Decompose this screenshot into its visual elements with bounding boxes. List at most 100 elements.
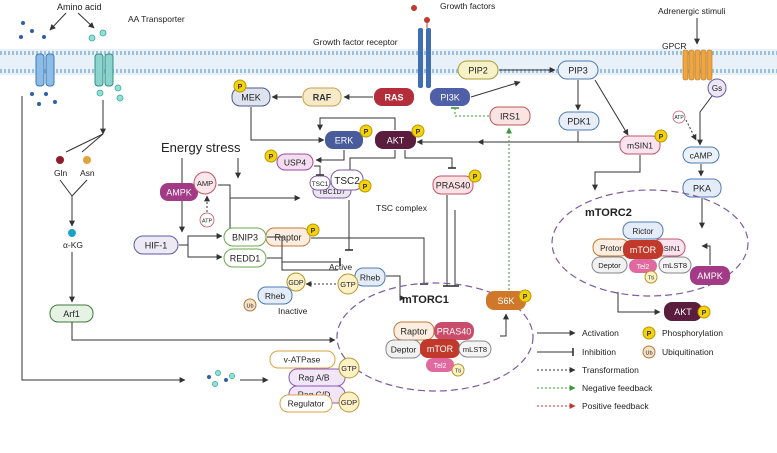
- rheb-inactive-label: Rheb: [265, 291, 286, 301]
- erk-label: ERK: [335, 136, 354, 146]
- rag-gdp-label: GDP: [341, 398, 357, 407]
- amp-node: [193, 171, 217, 195]
- aa-transporter-icon: [94, 53, 122, 92]
- camp-label: cAMP: [690, 151, 713, 161]
- akt-node: [375, 131, 416, 149]
- irs1-label: IRS1: [500, 112, 520, 122]
- ras-label: RAS: [384, 93, 403, 103]
- lysosome-amino-dots: [207, 370, 235, 387]
- asn-label: Asn: [80, 168, 95, 178]
- atp-label: ATP: [202, 219, 213, 225]
- tsc-complex-label: TSC complex: [376, 203, 428, 213]
- rag-gtp-label: GTP: [341, 364, 356, 373]
- gdp-node: [286, 272, 306, 292]
- mtorc2-boundary: [551, 189, 749, 297]
- akt2-node: [664, 302, 702, 321]
- s6k-label: S6K: [497, 296, 514, 306]
- erk-p: P: [364, 129, 369, 136]
- gpcr-label: GPCR: [662, 41, 687, 51]
- mtorc2-tel2: Tel2: [637, 264, 650, 271]
- growth-factor-receptor-icon: [418, 28, 431, 88]
- legend-positive-feedback: Positive feedback: [582, 401, 649, 411]
- mek-node: [231, 87, 271, 107]
- usp4-phospho-icon: [264, 149, 278, 163]
- mtorc1-deptor: Deptor: [391, 345, 417, 355]
- tsc2-phospho-icon: [358, 179, 372, 193]
- mtorc1-complex: Raptor PRAS40 Deptor mTOR mLST8 Tel2 Tti: [385, 321, 492, 377]
- mtorc2-title: mTORC2: [585, 207, 632, 219]
- atp2-node: [672, 110, 686, 124]
- arf1-label: Arf1: [63, 309, 80, 319]
- amino-acid-dots: [19, 21, 124, 106]
- mtorc2-protor: Protor: [600, 244, 622, 253]
- energy-stress-label: Energy stress: [161, 140, 241, 155]
- rag-ab-label: Rag A/B: [298, 373, 330, 383]
- msin1-p: P: [659, 134, 664, 141]
- vatpase-label: v-ATPase: [284, 355, 321, 365]
- msin1-phospho-icon: [654, 129, 668, 143]
- ub-label: Ub: [246, 304, 253, 310]
- camp-node: [682, 146, 720, 164]
- raptor-phospho-icon: [306, 223, 320, 237]
- growth-factors-label: Growth factors: [440, 1, 495, 11]
- erk-node: [325, 131, 363, 149]
- raf-node: [302, 87, 342, 107]
- legend-phospho-icon: [642, 326, 656, 340]
- akt-label: AKT: [387, 136, 405, 146]
- akt2-phospho-icon: [697, 305, 711, 319]
- legend-phosphorylation: Phosphorylation: [662, 328, 723, 338]
- pras40-p: P: [473, 174, 478, 181]
- mtorc1-pras40: PRAS40: [437, 327, 472, 337]
- redd1-label: REDD1: [230, 254, 261, 264]
- akg-dot: [68, 229, 76, 237]
- legend-negative-feedback: Negative feedback: [582, 383, 653, 393]
- lysosome-complex: v-ATPase Rag A/B GTP Rag C/D GDP Regulat…: [269, 350, 360, 413]
- msin1-label: mSIN1: [627, 141, 653, 151]
- mtorc1-tel2: Tel2: [434, 363, 447, 370]
- tsc1-label: TSC1: [312, 181, 329, 188]
- tbc1d7-label: TBC1D7: [319, 189, 346, 196]
- bnip3-label: BNIP3: [232, 233, 258, 243]
- irs1-node: [489, 106, 531, 126]
- aa-transporter-label: AA Transporter: [128, 14, 185, 24]
- ampk-label: AMPK: [166, 188, 192, 198]
- inactive-label: Inactive: [278, 306, 308, 316]
- gpcr-icon: [682, 49, 713, 81]
- pka-label: PKA: [693, 184, 711, 194]
- akt2-label: AKT: [674, 307, 692, 317]
- rheb-active-label: Rheb: [360, 273, 381, 283]
- pdk1-node: [558, 111, 600, 131]
- adrenergic-stimuli-label: Adrenergic stimuli: [658, 6, 726, 16]
- ampk2-label: AMPK: [697, 271, 723, 281]
- atp2-label: ATP: [674, 115, 684, 121]
- mtorc1-mtor: mTOR: [427, 344, 454, 354]
- bnip3-node: [223, 227, 267, 247]
- mek-label: MEK: [241, 93, 261, 103]
- raptor-p: P: [311, 228, 316, 235]
- s6k-node: [486, 291, 526, 310]
- mtorc2-msin1: mSIN1: [658, 244, 681, 253]
- growth-factor-receptor-label: Growth factor receptor: [313, 37, 398, 47]
- erk-phospho-icon: [359, 124, 373, 138]
- gtp-label: GTP: [340, 280, 355, 289]
- mtorc1-raptor: Raptor: [400, 327, 427, 337]
- gln-dot: [56, 156, 64, 164]
- pip3-label: PIP3: [568, 66, 588, 76]
- gln-label: Gln: [54, 168, 68, 178]
- amino-acid-label: Amino acid: [57, 2, 102, 12]
- pras40-node: [432, 175, 474, 195]
- pdk1-label: PDK1: [567, 117, 591, 127]
- mek-phospho-icon: [233, 79, 247, 93]
- gdp-label: GDP: [288, 280, 304, 287]
- raptor-label: Raptor: [274, 233, 301, 243]
- gs-node: [707, 78, 727, 98]
- pras40-label: PRAS40: [436, 181, 471, 191]
- gs-label: Gs: [712, 84, 722, 93]
- mtorc1-boundary: [336, 282, 534, 392]
- s6k-phospho-icon: [518, 289, 532, 303]
- pi3k-node: [430, 88, 470, 106]
- gtp-node: [337, 273, 359, 295]
- hif1-node: [133, 235, 179, 255]
- mtorc2-deptor: Deptor: [598, 261, 621, 270]
